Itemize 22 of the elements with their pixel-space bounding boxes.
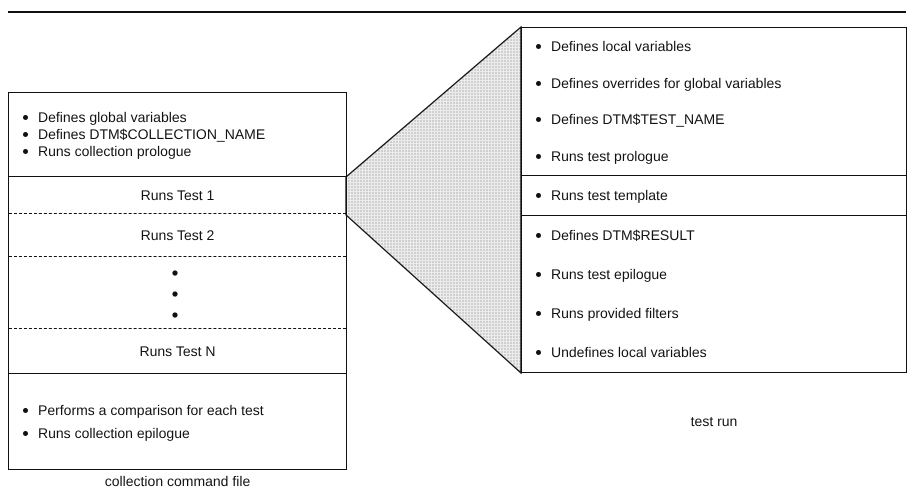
step-label: Runs Test 1 — [140, 186, 216, 204]
bullet-text: Performs a comparison for each test — [38, 402, 264, 418]
step-label: Runs Test 2 — [140, 226, 216, 244]
bullet-text: Runs test template — [551, 187, 668, 204]
bullet-text: Defines DTM$COLLECTION_NAME — [38, 126, 266, 143]
zoom-projection — [345, 26, 522, 374]
bullet-text: Runs provided filters — [551, 305, 679, 322]
bullet-text: Undefines local variables — [551, 344, 707, 361]
outline-box — [521, 27, 907, 373]
bullet-text: Runs collection epilogue — [38, 424, 190, 442]
step-label: Runs Test N — [138, 342, 216, 360]
bullet-text: Runs test epilogue — [551, 266, 667, 283]
node-label: test run — [690, 413, 738, 429]
bullet-text: Runs test prologue — [551, 148, 669, 166]
bullet-text: Defines global variables — [38, 109, 187, 126]
outline-box — [8, 92, 347, 470]
node-label: collection command file — [104, 473, 250, 489]
bullet-text: Defines DTM$TEST_NAME — [551, 111, 724, 128]
bullet-text: Defines overrides for global variables — [551, 74, 782, 92]
bullet-text: Defines DTM$RESULT — [551, 227, 695, 244]
bullet-text: Runs collection prologue — [38, 143, 192, 160]
bullet-text: Defines local variables — [551, 38, 692, 55]
